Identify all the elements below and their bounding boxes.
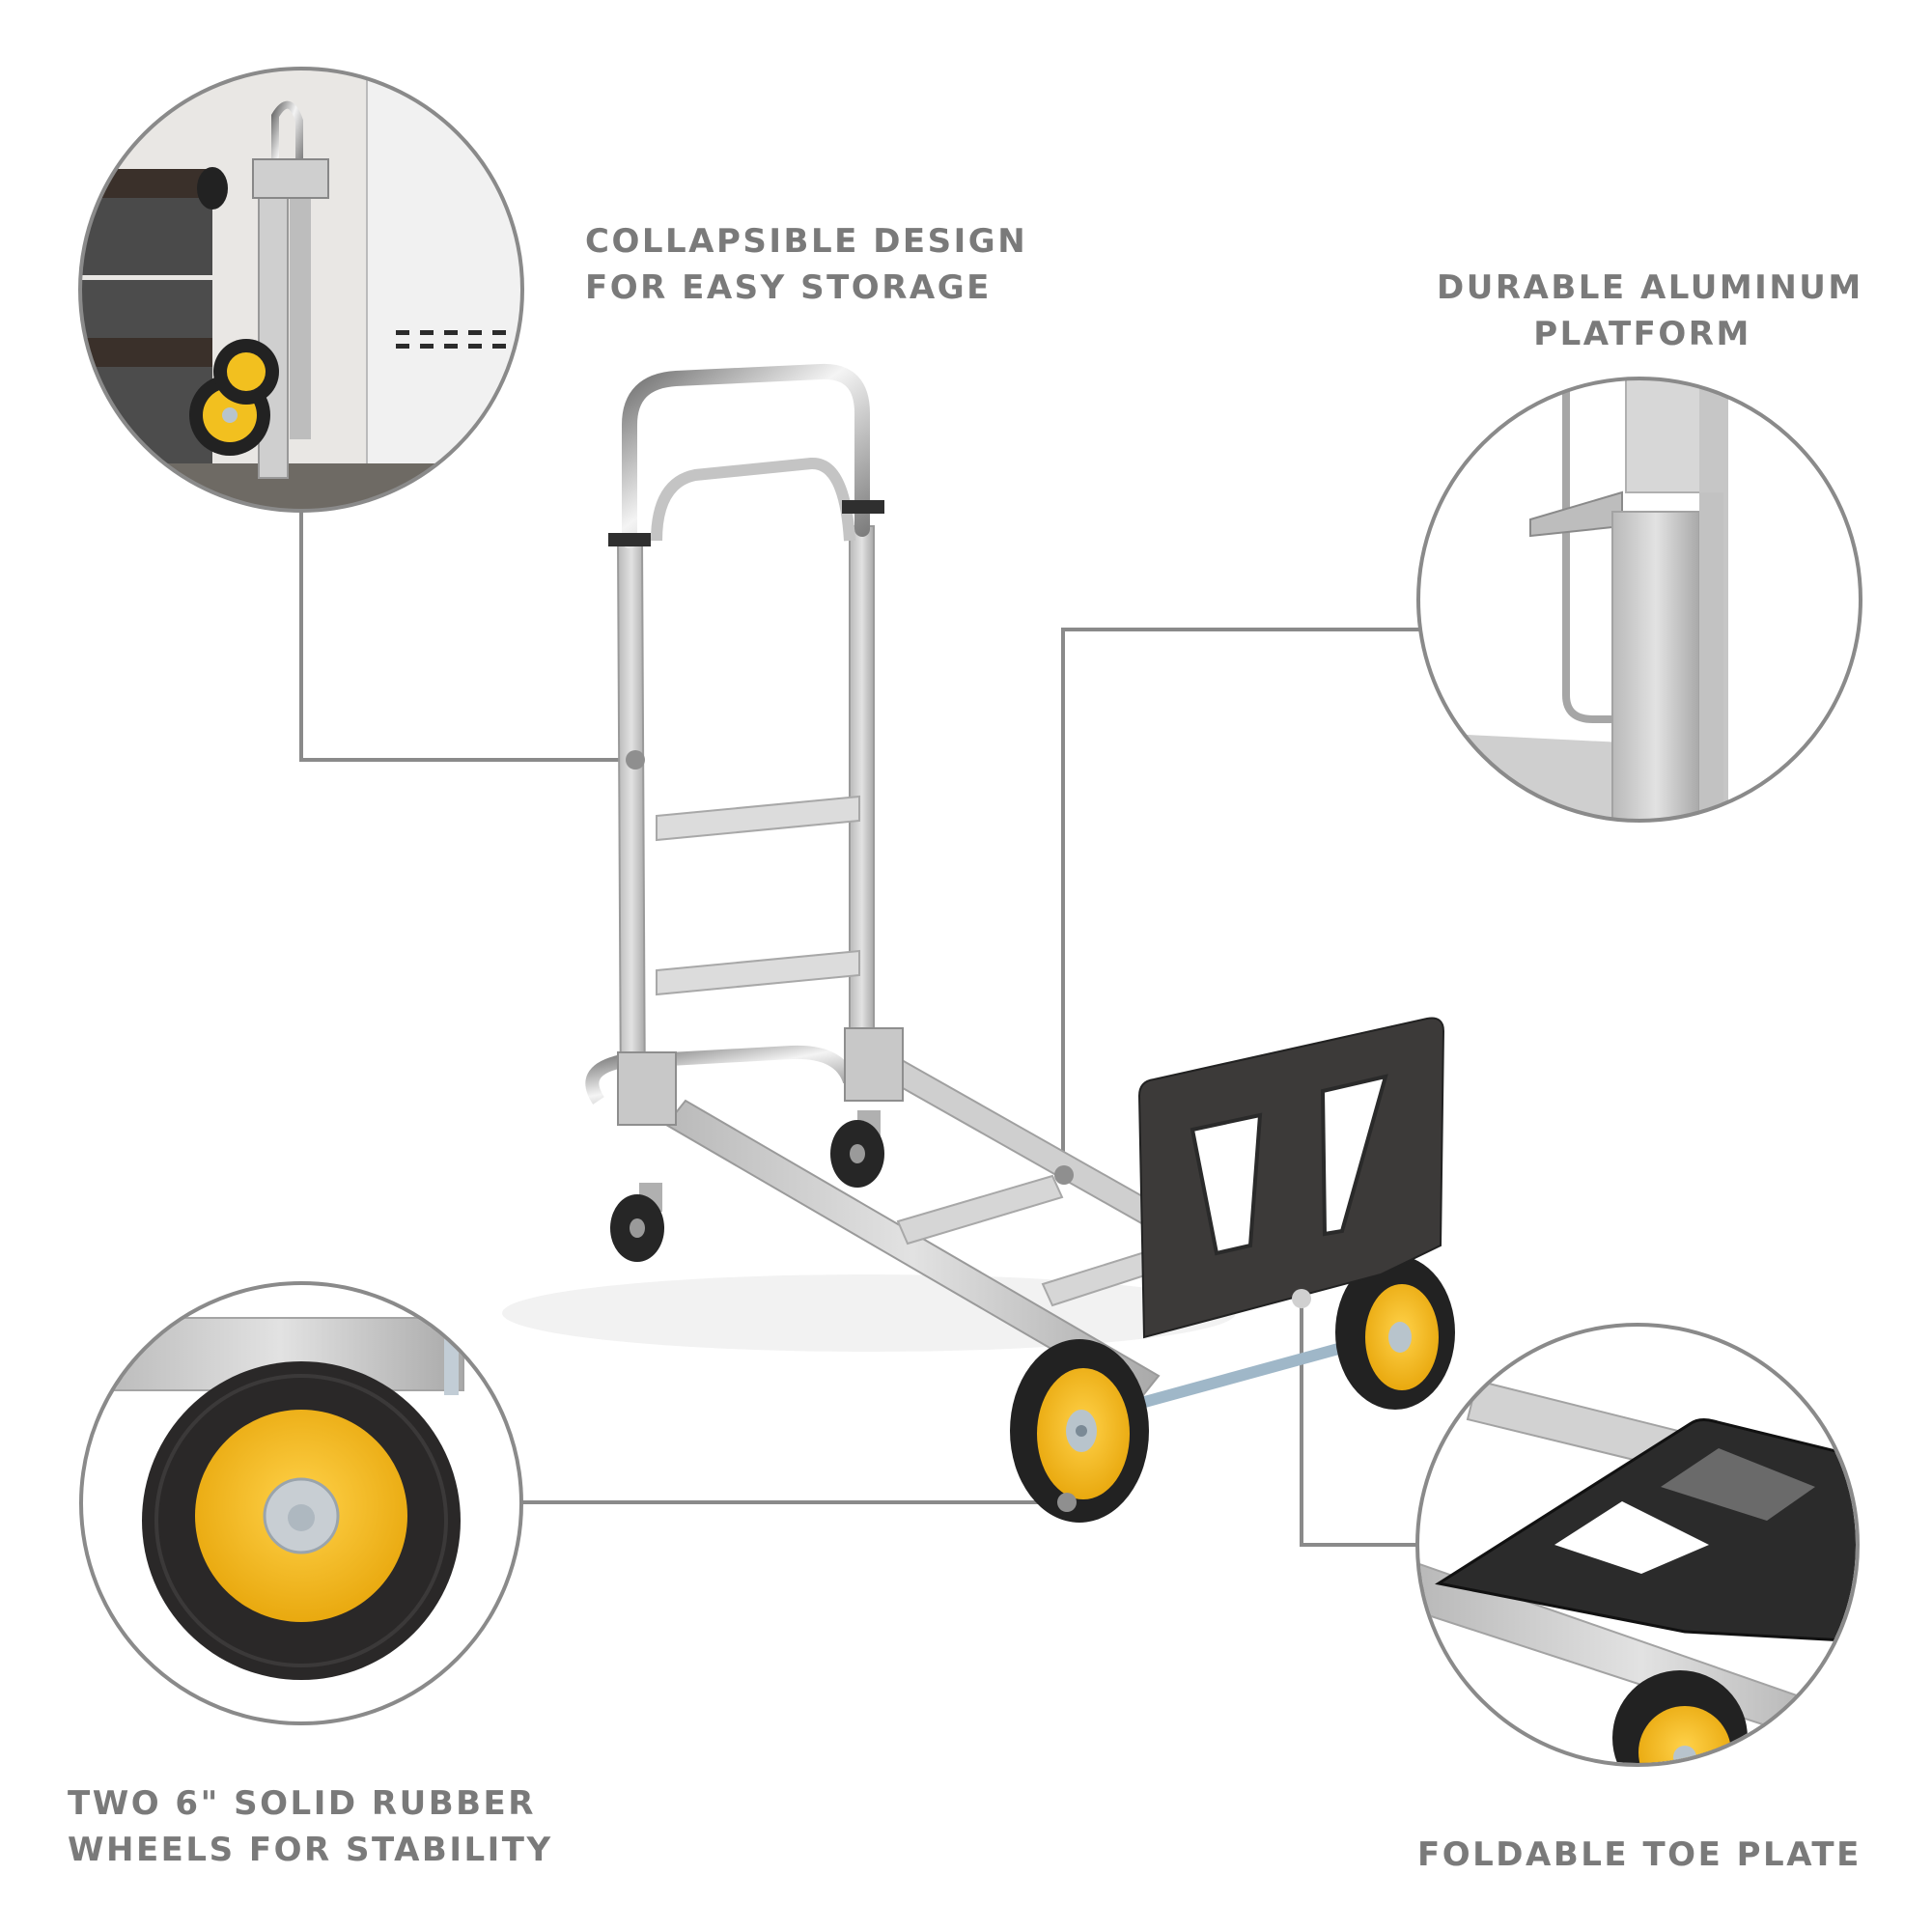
feature-label-line: WHEELS FOR STABILITY	[68, 1831, 553, 1869]
leader-line-collapsible	[299, 512, 632, 762]
main-wheel-right	[1335, 1255, 1455, 1410]
feature-label-line: FOLDABLE TOE PLATE	[1417, 1835, 1862, 1874]
dot-toe-plate	[1292, 1289, 1311, 1308]
feature-label-line: TWO 6" SOLID RUBBER	[68, 1784, 536, 1823]
hand-truck-image	[502, 363, 1455, 1523]
feature-label-wheels: TWO 6" SOLID RUBBER WHEELS FOR STABILITY	[68, 1780, 553, 1873]
leader-line-toe-plate	[1300, 1299, 1417, 1547]
feature-label-line: PLATFORM	[1533, 315, 1751, 353]
detail-circle-collapsible	[78, 67, 524, 513]
dot-wheels	[1057, 1493, 1077, 1512]
feature-label-line: FOR EASY STORAGE	[585, 268, 992, 307]
rear-caster-right	[830, 1110, 884, 1188]
leader-line-aluminum	[1061, 628, 1419, 1175]
feature-label-line: COLLAPSIBLE DESIGN	[585, 222, 1028, 261]
detail-circle-wheels	[79, 1281, 523, 1725]
rear-caster-left	[610, 1183, 664, 1262]
feature-label-aluminum: DURABLE ALUMINUM PLATFORM	[1437, 265, 1863, 357]
callout-dots	[626, 750, 1311, 1512]
main-wheel-left	[1010, 1339, 1149, 1523]
feature-label-line: DURABLE ALUMINUM	[1437, 268, 1863, 307]
leader-lines	[299, 512, 1419, 1547]
dot-collapsible	[626, 750, 645, 770]
detail-circle-aluminum	[1416, 377, 1862, 823]
feature-label-toe-plate: FOLDABLE TOE PLATE	[1417, 1832, 1862, 1878]
dot-aluminum	[1054, 1165, 1074, 1185]
detail-circle-toe-plate	[1415, 1323, 1860, 1767]
feature-label-collapsible: COLLAPSIBLE DESIGN FOR EASY STORAGE	[585, 218, 1027, 311]
toe-plate	[1137, 1017, 1445, 1339]
